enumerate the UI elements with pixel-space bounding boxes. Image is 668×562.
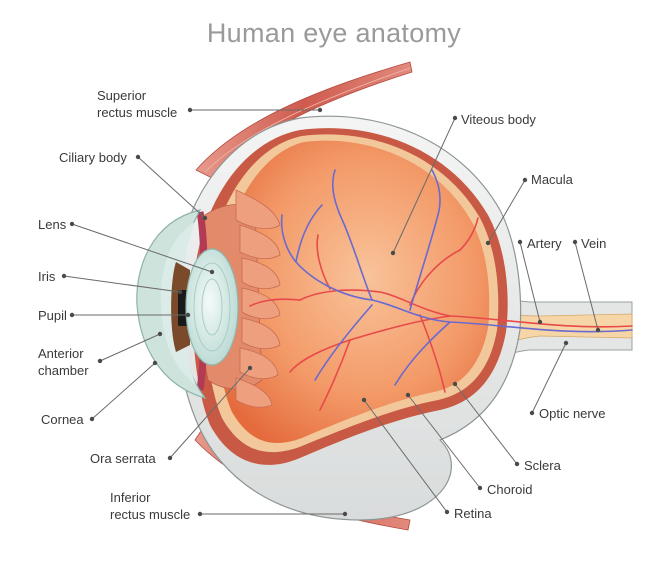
label-optic-nerve: Optic nerve (539, 406, 606, 421)
label-choroid: Choroid (487, 482, 533, 497)
label-inferior-rectus-muscle: Inferior rectus muscle (110, 489, 190, 523)
label-sclera: Sclera (524, 458, 561, 473)
label-iris: Iris (38, 269, 56, 284)
leader-dots (61, 107, 601, 517)
label-superior-rectus-muscle: Superior rectus muscle (97, 87, 177, 121)
label-ora-serrata: Ora serrata (90, 451, 156, 466)
leader-lines (63, 109, 599, 515)
label-lens: Lens (38, 217, 67, 232)
label-cornea: Cornea (41, 412, 84, 427)
label-vein: Vein (581, 236, 607, 251)
label-superior-rectus-line1: Superior (97, 88, 147, 103)
label-anterior-chamber-line2: chamber (38, 363, 89, 378)
label-inferior-rectus-line1: Inferior (110, 490, 151, 505)
label-retina: Retina (454, 506, 492, 521)
label-inferior-rectus-line2: rectus muscle (110, 507, 191, 522)
label-artery: Artery (527, 236, 562, 251)
label-macula: Macula (531, 172, 573, 187)
label-anterior-chamber-line1: Anterior (38, 346, 84, 361)
label-pupil: Pupil (38, 308, 67, 323)
veins (280, 169, 633, 386)
label-ciliary-body: Ciliary body (59, 150, 127, 165)
lens (185, 248, 239, 366)
label-viteous-body: Viteous body (461, 112, 536, 127)
vitreous-body (216, 140, 490, 443)
diagram-title: Human eye anatomy (206, 18, 462, 48)
label-anterior-chamber: Anterior chamber (38, 345, 89, 379)
ora-serrata (235, 189, 281, 408)
label-superior-rectus-line2: rectus muscle (97, 105, 178, 120)
